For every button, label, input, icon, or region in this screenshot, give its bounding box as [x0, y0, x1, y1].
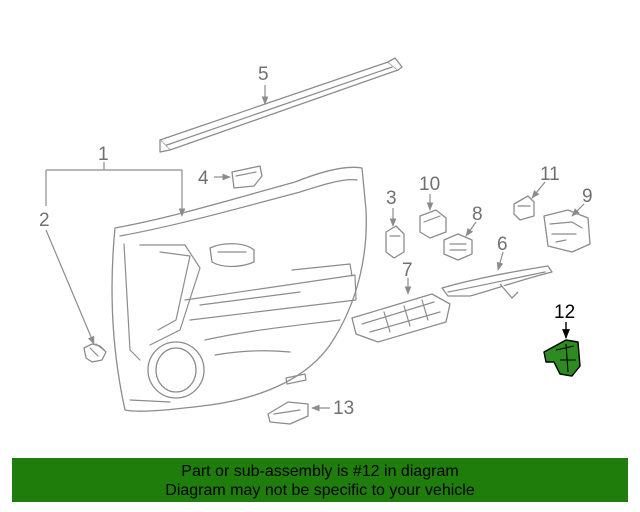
callout-13: 13 [333, 398, 354, 419]
callout-5: 5 [258, 64, 269, 85]
banner-line-1: Part or sub-assembly is #12 in diagram [181, 463, 459, 480]
callout-3: 3 [386, 188, 397, 209]
part-9-switch-assembly [543, 209, 591, 253]
callout-7: 7 [402, 260, 413, 281]
part-8-switch [443, 233, 473, 261]
callout-1: 1 [98, 144, 109, 165]
part-6-armrest-cover [441, 265, 553, 299]
part-2-clip [83, 343, 107, 363]
parts-diagram: 5 1 2 4 3 10 8 11 9 6 7 12 13 [39, 57, 593, 425]
callout-2: 2 [39, 210, 50, 231]
callout-12: 12 [554, 302, 575, 323]
callout-10: 10 [419, 174, 440, 195]
part-13-lower-cover [267, 401, 309, 425]
part-7-switch-panel [351, 293, 451, 343]
banner-line-2: Diagram may not be specific to your vehi… [165, 482, 475, 499]
callout-4: 4 [198, 168, 209, 189]
part-11-clip [513, 195, 535, 221]
callout-9: 9 [582, 186, 593, 207]
callout-6: 6 [497, 234, 508, 255]
part-12-switch-base-highlighted [543, 339, 581, 377]
part-1-door-trim-panel [111, 166, 367, 412]
part-info-banner: Part or sub-assembly is #12 in diagram D… [12, 458, 628, 502]
leader-lines [45, 85, 585, 412]
part-10-switch [419, 209, 447, 239]
part-4-bracket [231, 165, 263, 189]
part-3-switch-bezel [385, 225, 405, 259]
callout-11: 11 [540, 164, 560, 185]
callout-8: 8 [472, 204, 483, 225]
part-5-belt-molding [159, 57, 403, 153]
